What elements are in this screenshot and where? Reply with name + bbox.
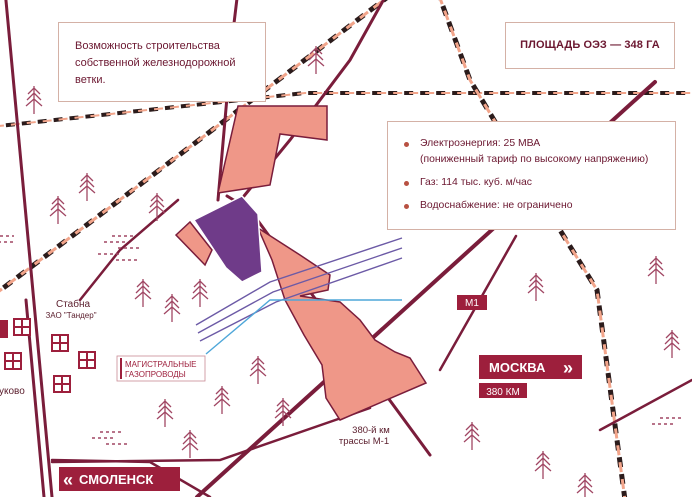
building-icon (4, 352, 22, 370)
smolensk-sign-bg (59, 467, 180, 491)
marsh-icon (98, 235, 142, 261)
tree-icon (249, 356, 267, 384)
resource-text: Электроэнергия: 25 МВА (420, 138, 541, 149)
railway-note-line: собственной железнодорожной (75, 57, 236, 69)
railway-note-box: Возможность строительства собственной же… (58, 22, 266, 102)
resource-text: Газ: 114 тыс. куб. м/час (420, 177, 533, 188)
resource-item-water: Водоснабжение: не ограничено (404, 198, 667, 214)
road-west-border (4, 0, 54, 497)
building-icon (78, 351, 96, 369)
resources-list: Электроэнергия: 25 МВА (пониженный тариф… (404, 136, 667, 214)
gas-pipeline-4 (205, 299, 402, 355)
building-icon (51, 334, 69, 352)
station-company: ЗАО "Тандер" (45, 311, 96, 320)
marsh-icon (0, 235, 16, 243)
resource-text: (пониженный тариф по высокому напряжению… (420, 154, 649, 165)
tree-icon (25, 86, 43, 114)
smolensk-label: СМОЛЕНСК (79, 472, 153, 487)
zone-plot-west (174, 220, 213, 267)
gas-pipeline-2 (197, 247, 403, 334)
zone-plot-main (256, 226, 428, 421)
station-name: Стабна (56, 298, 91, 310)
trees (25, 46, 681, 497)
highway-km-line2: трассы М-1 (339, 436, 389, 447)
road-southeast (598, 378, 692, 432)
gas-pipelines (195, 237, 403, 355)
tree-icon (213, 386, 231, 414)
gas-pipeline-label-2: ГАЗОПРОВОДЫ (125, 370, 186, 379)
gas-pipeline-3 (199, 257, 403, 342)
railway-note-line: ветки. (75, 74, 106, 86)
tree-icon (527, 273, 545, 301)
building-icon (0, 320, 8, 338)
building-icon (13, 318, 31, 336)
highway-code-badge (457, 295, 487, 310)
railway-note-line: Возможность строительства (75, 40, 220, 52)
tree-icon (163, 294, 181, 322)
village-name: уково (0, 386, 25, 397)
bullet-icon (404, 181, 409, 186)
highway-code: М1 (465, 298, 479, 309)
marsh-areas (0, 235, 682, 445)
tree-icon (534, 451, 552, 479)
tree-icon (191, 279, 209, 307)
building-icon (53, 375, 71, 393)
moscow-arrow-icon: » (563, 358, 573, 378)
gas-pipeline-1 (195, 237, 403, 326)
resource-item-electricity: Электроэнергия: 25 МВА (пониженный тариф… (404, 136, 667, 168)
tree-icon (148, 193, 166, 221)
highway-km-line1: 380-й км (352, 425, 390, 436)
road-m1-west (50, 406, 372, 464)
gas-pipeline-label-bar (120, 358, 122, 379)
marsh-icon (652, 417, 682, 425)
moscow-distance-bg (479, 383, 527, 398)
railway-east-highlight (0, 92, 692, 127)
bullet-icon (404, 142, 409, 147)
resource-text: Водоснабжение: не ограничено (420, 200, 573, 211)
gas-pipeline-label-bg (116, 355, 206, 382)
zone-plot-occupied (192, 195, 263, 283)
tree-icon (78, 173, 96, 201)
zone-plot-north (217, 105, 328, 194)
map-text: Стабна ЗАО "Тандер" уково МАГИСТРАЛЬНЫЕ … (0, 295, 582, 491)
tree-icon (181, 430, 199, 458)
tree-icon (134, 279, 152, 307)
bullet-icon (404, 204, 409, 209)
zone-plots (174, 105, 428, 421)
resources-box: Электроэнергия: 25 МВА (пониженный тариф… (387, 121, 676, 230)
buildings (0, 318, 96, 393)
road-village (78, 198, 180, 302)
tree-icon (647, 256, 665, 284)
tree-icon (307, 46, 325, 74)
railway-northeast-highlight (439, 0, 627, 497)
tree-icon (463, 422, 481, 450)
tree-icon (156, 399, 174, 427)
gas-pipeline-label-1: МАГИСТРАЛЬНЫЕ (125, 360, 197, 369)
tree-icon (274, 398, 292, 426)
tree-icon (663, 330, 681, 358)
railway-northeast (438, 0, 628, 497)
moscow-sign-bg (479, 355, 582, 379)
marsh-icon (92, 431, 130, 445)
tree-icon (576, 473, 594, 497)
moscow-label: МОСКВА (489, 360, 546, 375)
smolensk-arrow-icon: « (63, 470, 73, 490)
zone-area-box: ПЛОЩАДЬ ОЭЗ — 348 ГА (505, 22, 675, 69)
moscow-distance: 380 КМ (486, 387, 520, 398)
resource-item-gas: Газ: 114 тыс. куб. м/час (404, 175, 667, 191)
zone-area-title: ПЛОЩАДЬ ОЭЗ — 348 ГА (520, 39, 660, 51)
tree-icon (49, 196, 67, 224)
